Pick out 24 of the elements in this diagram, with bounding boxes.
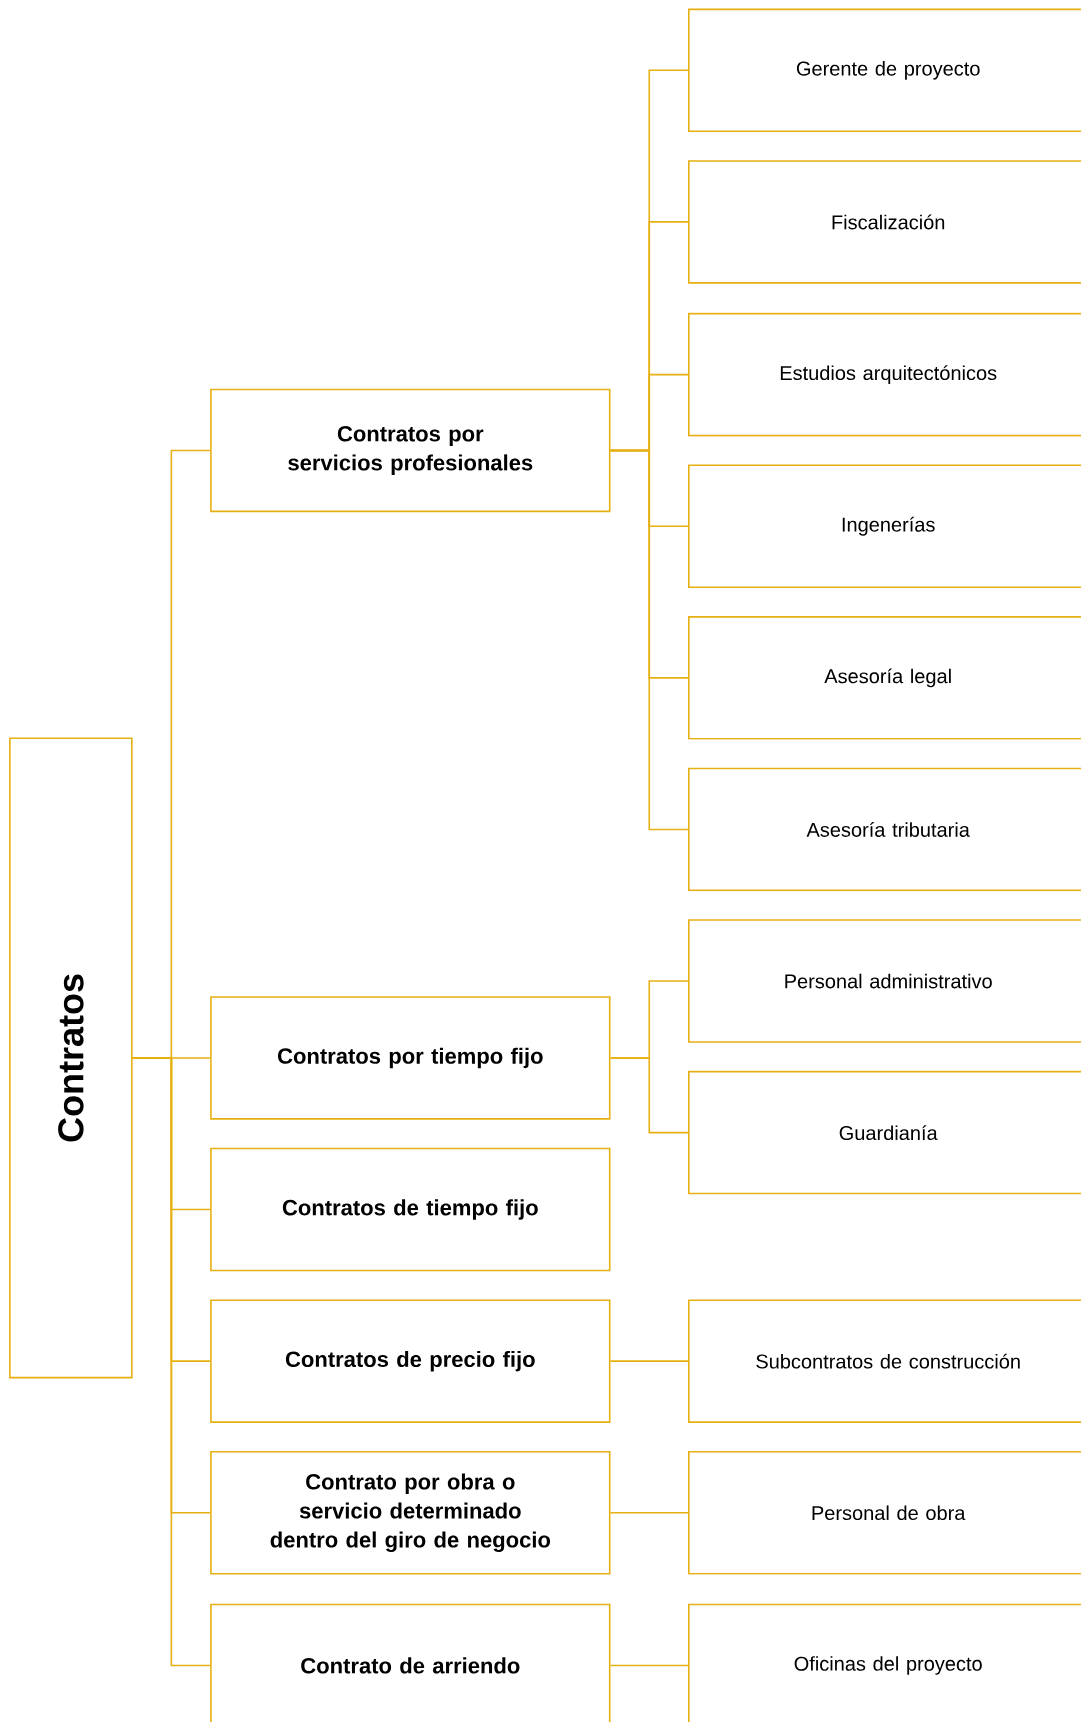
item-box: Fiscalización (688, 160, 1081, 284)
category-box: Contratos de precio fijo (210, 1299, 611, 1423)
item-box: Subcontratos de construcción (688, 1299, 1081, 1423)
category-box: Contratos por tiempo fijo (210, 996, 611, 1120)
item-box: Guardianía (688, 1070, 1081, 1195)
connector (609, 1511, 689, 1514)
connector (609, 449, 689, 831)
item-box: Asesoría legal (688, 616, 1081, 740)
item-box: Personal administrativo (688, 919, 1081, 1043)
root-box: Contratos (9, 737, 133, 1379)
connector (609, 1057, 689, 1134)
category-box: Contrato por obra o servicio determinado dentro del giro de negocio (210, 1451, 611, 1575)
item-box: Personal de obra (688, 1451, 1081, 1575)
item-box: Asesoría tributaria (688, 767, 1081, 892)
category-box: Contrato de arriendo (210, 1603, 611, 1722)
connector (609, 1664, 689, 1667)
item-box: Oficinas del proyecto (688, 1603, 1081, 1722)
item-box: Gerente de proyecto (688, 8, 1081, 133)
category-box: Contratos de tiempo fijo (210, 1147, 611, 1272)
item-box: Ingenerías (688, 464, 1081, 588)
connector (609, 1360, 689, 1362)
connector (131, 1057, 211, 1667)
item-box: Estudios arquitectónicos (688, 312, 1081, 437)
category-box: Contratos por servicios profesionales (210, 388, 611, 513)
